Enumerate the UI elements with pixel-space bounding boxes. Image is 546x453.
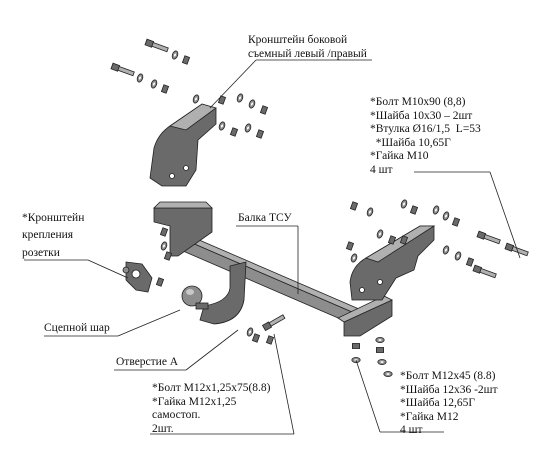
- side-bracket-left: [149, 103, 217, 187]
- socket-bracket: [122, 227, 172, 293]
- nut-icon: [182, 55, 190, 65]
- nut-icon: [256, 129, 264, 139]
- washer-icon: [235, 92, 245, 104]
- washer-icon: [170, 49, 180, 61]
- bolt-icon: [110, 62, 136, 78]
- socket-bracket-label-1: *Кронштейн: [22, 212, 85, 224]
- hole-a-label: Отверстие А: [116, 356, 179, 368]
- beam-label: Балка ТСУ: [238, 212, 292, 224]
- side-bracket-label: Кронштейн боковой съемный левый /правый: [248, 34, 367, 60]
- nut-icon: [260, 105, 268, 115]
- bolt-icon: [472, 264, 498, 280]
- washer-icon: [149, 78, 159, 90]
- washer-icon: [243, 122, 253, 134]
- socket-bracket-label-2: крепления: [22, 229, 74, 241]
- washer-icon: [135, 72, 145, 84]
- nut-icon: [218, 95, 226, 105]
- bolt-set-bottom-label: *Болт М12х45 (8.8) *Шайба 12х36 -2шт *Ша…: [400, 370, 498, 436]
- bolt-set-right-label: *Болт М10х90 (8,8) *Шайба 10х30 – 2шт *В…: [370, 96, 481, 176]
- nut-icon: [350, 201, 358, 211]
- washer-icon: [247, 98, 257, 110]
- washer-icon: [217, 120, 227, 132]
- tow-ball-label: Сцепной шар: [44, 322, 110, 334]
- bolt-icon: [144, 38, 170, 54]
- bolt-icon: [476, 230, 502, 246]
- socket-bracket-label-3: розетки: [22, 247, 60, 259]
- nut-icon: [161, 84, 169, 94]
- bolt-set-left-label: *Болт М12х1,25х75(8.8) *Гайка М12х1,25 с…: [152, 382, 271, 435]
- nut-icon: [230, 127, 238, 137]
- tow-beam: [153, 201, 393, 337]
- side-bracket-right: [349, 225, 436, 301]
- leader-lines: [24, 59, 521, 435]
- washer-icon: [191, 93, 201, 105]
- bolt-icon: [262, 313, 286, 331]
